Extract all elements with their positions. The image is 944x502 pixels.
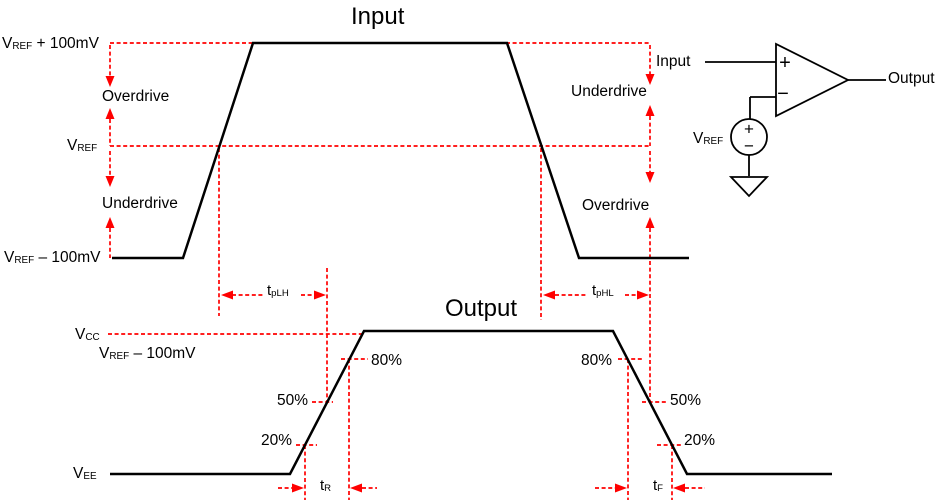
arrow-left-icon xyxy=(543,290,555,300)
threshold-50-falling: 50% xyxy=(670,392,702,409)
output-waveform-title: Output xyxy=(445,295,518,322)
overdrive-underdrive-arrows-left xyxy=(105,45,115,258)
tplh-arrow xyxy=(218,148,328,402)
comparator-circuit xyxy=(705,42,886,198)
arrow-left-icon xyxy=(350,483,362,493)
vref-plus-100mv-label: VREF + 100mV xyxy=(2,35,99,53)
underdrive-label-left: Underdrive xyxy=(102,195,178,212)
rise-time-arrow xyxy=(278,483,377,493)
arrow-right-icon xyxy=(615,483,627,493)
overdrive-label-left: Overdrive xyxy=(102,88,170,105)
arrow-up-icon xyxy=(645,217,655,228)
threshold-lines-rising xyxy=(296,358,368,500)
source-plus-terminal: + xyxy=(744,119,754,139)
vref-minus-100mv-label: VREF – 100mV xyxy=(4,249,101,267)
arrow-down-icon xyxy=(105,176,115,187)
comparator-minus-input: − xyxy=(777,83,789,105)
threshold-20-falling: 20% xyxy=(684,432,716,449)
overdrive-underdrive-arrows-right xyxy=(645,45,655,402)
vee-label: VEE xyxy=(73,465,97,483)
fall-time-arrow xyxy=(595,483,705,493)
arrow-right-icon xyxy=(314,290,326,300)
comparator-minus-wire xyxy=(749,96,776,119)
tplh-label: tpLH xyxy=(267,282,289,300)
arrow-left-icon xyxy=(221,290,233,300)
reference-level-lines xyxy=(108,42,650,335)
arrow-up-icon xyxy=(645,105,655,116)
tphl-arrow xyxy=(540,148,649,320)
input-waveform xyxy=(112,41,689,260)
ground-icon xyxy=(728,176,770,198)
source-minus-terminal: − xyxy=(744,136,754,156)
arrow-down-icon xyxy=(105,76,115,87)
underdrive-label-right: Underdrive xyxy=(571,83,647,100)
vcc-label: VCC xyxy=(75,326,100,344)
arrow-down-icon xyxy=(645,74,655,85)
vref-label: VREF xyxy=(67,137,98,155)
comparator-plus-input: + xyxy=(779,52,791,74)
rise-time-label: tR xyxy=(320,477,332,495)
threshold-80-falling: 80% xyxy=(581,352,613,369)
threshold-80-rising: 80% xyxy=(371,352,403,369)
input-waveform-title: Input xyxy=(351,3,405,30)
arrow-right-icon xyxy=(637,290,649,300)
arrow-right-icon xyxy=(292,483,304,493)
arrow-left-icon xyxy=(673,483,685,493)
fall-time-label: tF xyxy=(653,477,664,495)
arrow-up-icon xyxy=(105,108,115,119)
circuit-vref-label: VREF xyxy=(693,130,724,148)
comparator-triangle xyxy=(775,42,851,118)
vref-minus-100mv-output-label: VREF – 100mV xyxy=(99,345,196,363)
tphl-label: tpHL xyxy=(592,282,614,300)
circuit-output-label: Output xyxy=(888,70,935,87)
arrow-up-icon xyxy=(105,217,115,228)
threshold-50-rising: 50% xyxy=(277,392,309,409)
vref-level-line xyxy=(110,42,650,147)
overdrive-label-right: Overdrive xyxy=(582,197,650,214)
arrow-down-icon xyxy=(645,172,655,183)
circuit-input-label: Input xyxy=(656,53,691,70)
threshold-20-rising: 20% xyxy=(261,432,293,449)
output-waveform xyxy=(110,329,832,476)
